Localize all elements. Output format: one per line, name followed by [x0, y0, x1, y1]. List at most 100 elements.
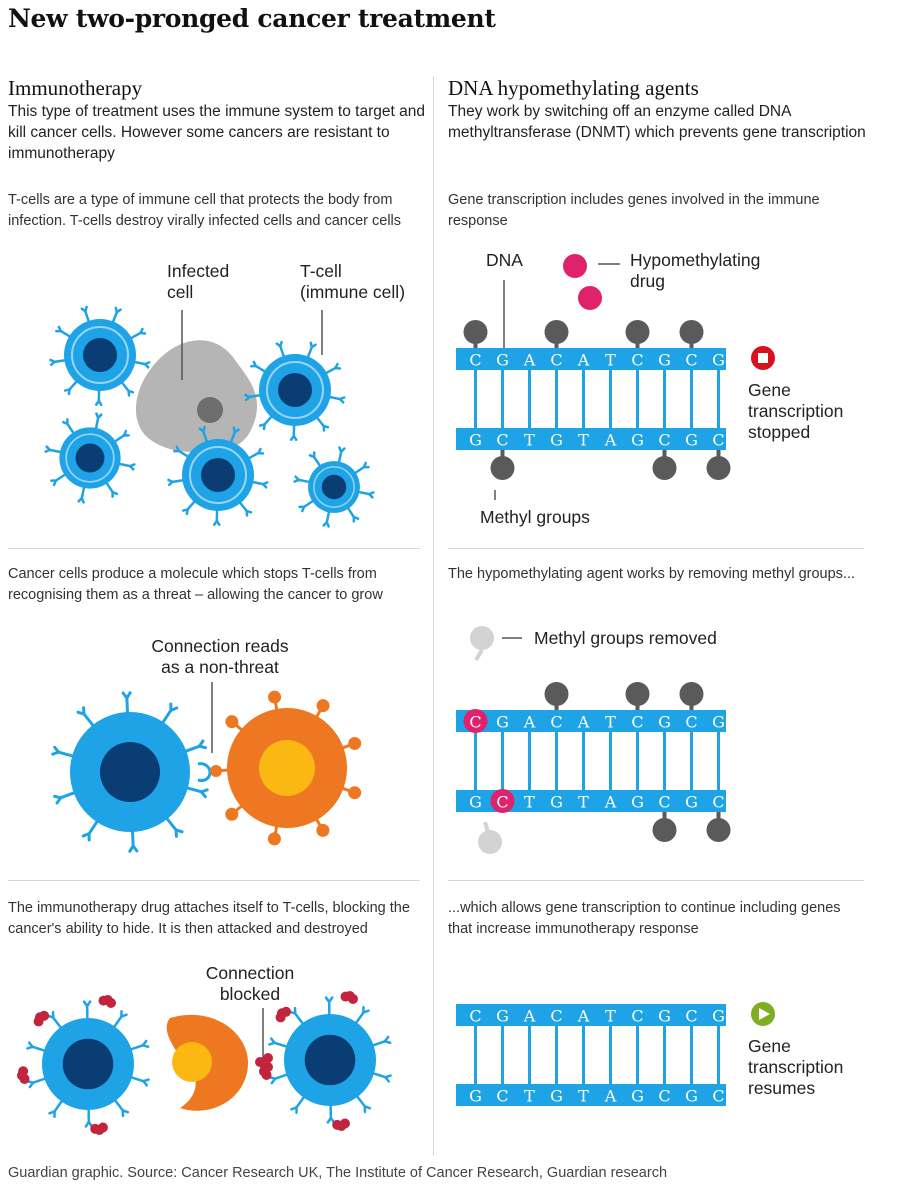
base-top: T [605, 351, 616, 370]
base-bottom: G [550, 431, 563, 450]
base-bottom: A [604, 431, 617, 450]
source-footer: Guardian graphic. Source: Cancer Researc… [8, 1165, 668, 1181]
removal-description: The hypomethylating agent works by remov… [448, 566, 856, 582]
base-top: C [550, 713, 562, 732]
hypomethylating-drug-1 [563, 254, 587, 278]
tcell-spiky [44, 305, 375, 528]
base-top: G [496, 351, 509, 370]
status-resumes: Gene transcription resumes [748, 1036, 844, 1098]
base-top: G [658, 713, 671, 732]
base-top: G [712, 713, 725, 732]
base-top: G [658, 351, 671, 370]
base-bottom: T [524, 1087, 535, 1106]
cancer-cell-spikes [225, 690, 362, 846]
base-bottom: G [469, 793, 482, 812]
removed-methyl-bottom [478, 821, 502, 854]
hypomethylating-drug-2 [578, 286, 602, 310]
divider-right-1 [448, 548, 864, 549]
base-bottom: G [685, 431, 698, 450]
base-top: C [631, 351, 643, 370]
hypomethylating-drug-label: Hypomethylating drug [630, 250, 761, 291]
base-bottom: C [712, 793, 724, 812]
base-top: T [605, 1007, 616, 1026]
base-bottom: G [469, 431, 482, 450]
infected-cell-label: Infected cell [167, 261, 230, 302]
base-bottom: C [712, 1087, 724, 1106]
resumes-description: ...which allows gene transcription to co… [448, 900, 841, 937]
immunotherapy-heading: Immunotherapy [8, 76, 143, 100]
base-bottom: C [712, 431, 724, 450]
base-top: T [605, 713, 616, 732]
tcell-1 [63, 318, 137, 392]
base-bottom: C [496, 431, 508, 450]
base-top: A [523, 713, 536, 732]
base-bottom: C [658, 431, 670, 450]
base-bottom: C [496, 793, 508, 812]
base-top: G [712, 351, 725, 370]
base-top: A [577, 713, 590, 732]
stop-icon [751, 346, 775, 370]
base-top: G [712, 1007, 725, 1026]
play-icon [751, 1002, 775, 1026]
tcell-4 [181, 438, 255, 512]
drug-blocks-description: The immunotherapy drug attaches itself t… [8, 900, 410, 937]
base-top: C [469, 713, 481, 732]
base-bottom: G [631, 793, 644, 812]
base-bottom: G [685, 793, 698, 812]
base-top: C [631, 1007, 643, 1026]
tcell-description: T-cells are a type of immune cell that p… [8, 192, 402, 229]
infected-cell-nucleus [197, 397, 223, 423]
tcells-infected-illustration [44, 305, 375, 528]
tcell-right-group [258, 990, 392, 1132]
base-top: C [631, 713, 643, 732]
cancer-hides-illustration [51, 682, 362, 853]
tcell-5 [307, 460, 361, 514]
base-top: C [469, 351, 481, 370]
base-top: G [658, 1007, 671, 1026]
base-bottom: T [578, 431, 589, 450]
column-divider [433, 76, 434, 1156]
base-bottom: G [631, 1087, 644, 1106]
base-bottom: C [658, 1087, 670, 1106]
base-bottom: T [524, 793, 535, 812]
base-top: C [550, 351, 562, 370]
tcell-2 [258, 353, 332, 427]
base-top: G [496, 1007, 509, 1026]
divider-left-1 [8, 548, 420, 549]
base-bottom: G [685, 1087, 698, 1106]
base-top: A [523, 1007, 536, 1026]
base-bottom: C [658, 793, 670, 812]
cancer-hides-description: Cancer cells produce a molecule which st… [8, 566, 383, 603]
base-bottom: A [604, 793, 617, 812]
base-bottom: G [631, 431, 644, 450]
base-bottom: T [524, 431, 535, 450]
base-bottom: T [578, 1087, 589, 1106]
tcell-label: T-cell (immune cell) [300, 261, 406, 302]
page-title: New two-pronged cancer treatment [8, 4, 496, 33]
base-top: C [469, 1007, 481, 1026]
tcell-large-nucleus [100, 742, 160, 802]
methyl-groups-label: Methyl groups [480, 507, 590, 527]
tcell-large-spikes [51, 691, 209, 853]
methyl-removed-label: Methyl groups removed [534, 628, 717, 648]
base-bottom: G [550, 793, 563, 812]
status-stopped: Gene transcription stopped [748, 380, 844, 442]
non-threat-label: Connection reads as a non-threat [151, 636, 289, 677]
base-top: A [577, 1007, 590, 1026]
cancer-small-group [166, 1014, 249, 1111]
immunotherapy-intro: This type of treatment uses the immune s… [8, 103, 425, 162]
base-top: C [685, 351, 697, 370]
dna-label: DNA [486, 250, 523, 270]
base-bottom: T [578, 793, 589, 812]
removed-methyl-top [470, 626, 494, 662]
receptor-connection [197, 762, 229, 782]
gene-transcription-description: Gene transcription includes genes involv… [448, 192, 820, 229]
tcell-left-group [16, 994, 150, 1136]
infected-cell-shape [135, 340, 258, 452]
